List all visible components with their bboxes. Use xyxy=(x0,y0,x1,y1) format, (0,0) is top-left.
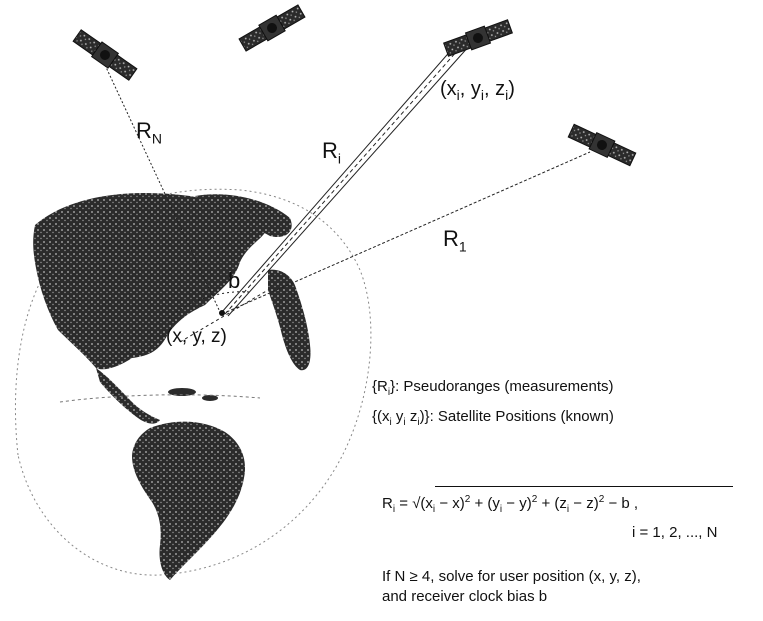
sqrt-overbar xyxy=(435,486,733,487)
formula-index-range: i = 1, 2, ..., N xyxy=(632,524,718,541)
range-lines xyxy=(104,39,591,343)
caribbean-island xyxy=(202,395,218,401)
range-line-ri-c xyxy=(227,44,471,317)
range-line-ri-a xyxy=(221,39,461,313)
label-clock-bias: b xyxy=(228,268,241,293)
label-ri: Ri xyxy=(322,138,342,167)
legend-satellite-positions: {(xi yi zi)}: Satellite Positions (known… xyxy=(372,408,614,428)
clock-bias-segment xyxy=(179,289,269,343)
label-satellite-position: (xi, yi, zi) xyxy=(440,78,515,103)
sqrt-sign: √ xyxy=(412,495,421,512)
northern-landmass xyxy=(195,194,292,238)
note-line-2: and receiver clock bias b xyxy=(382,588,548,605)
satellite-icon xyxy=(567,123,637,167)
range-line-rn xyxy=(104,64,221,313)
satellite-icon xyxy=(443,19,513,57)
caribbean-island xyxy=(168,388,196,396)
satellite-icon xyxy=(238,4,306,52)
legend-pseudoranges: {Ri}: Pseudoranges (measurements) xyxy=(372,378,614,398)
florida-landmass xyxy=(268,269,311,371)
label-user-position: (x, y, z) xyxy=(166,326,227,347)
globe-icon xyxy=(14,188,372,580)
north-america-landmass xyxy=(33,192,268,370)
central-america-landmass xyxy=(96,368,160,424)
note-line-1: If N ≥ 4, solve for user position (x, y,… xyxy=(382,568,641,585)
range-line-ri-b xyxy=(224,41,466,315)
range-line-r1 xyxy=(221,151,591,315)
label-rn: RN xyxy=(136,118,163,147)
label-r1: R1 xyxy=(443,226,467,255)
satellite-icon xyxy=(72,29,138,81)
pseudorange-formula: Ri = √(xi − x)2 + (yi − y)2 + (zi − z)2 … xyxy=(382,494,639,515)
south-america-landmass xyxy=(132,421,246,580)
user-position-marker xyxy=(219,310,225,316)
